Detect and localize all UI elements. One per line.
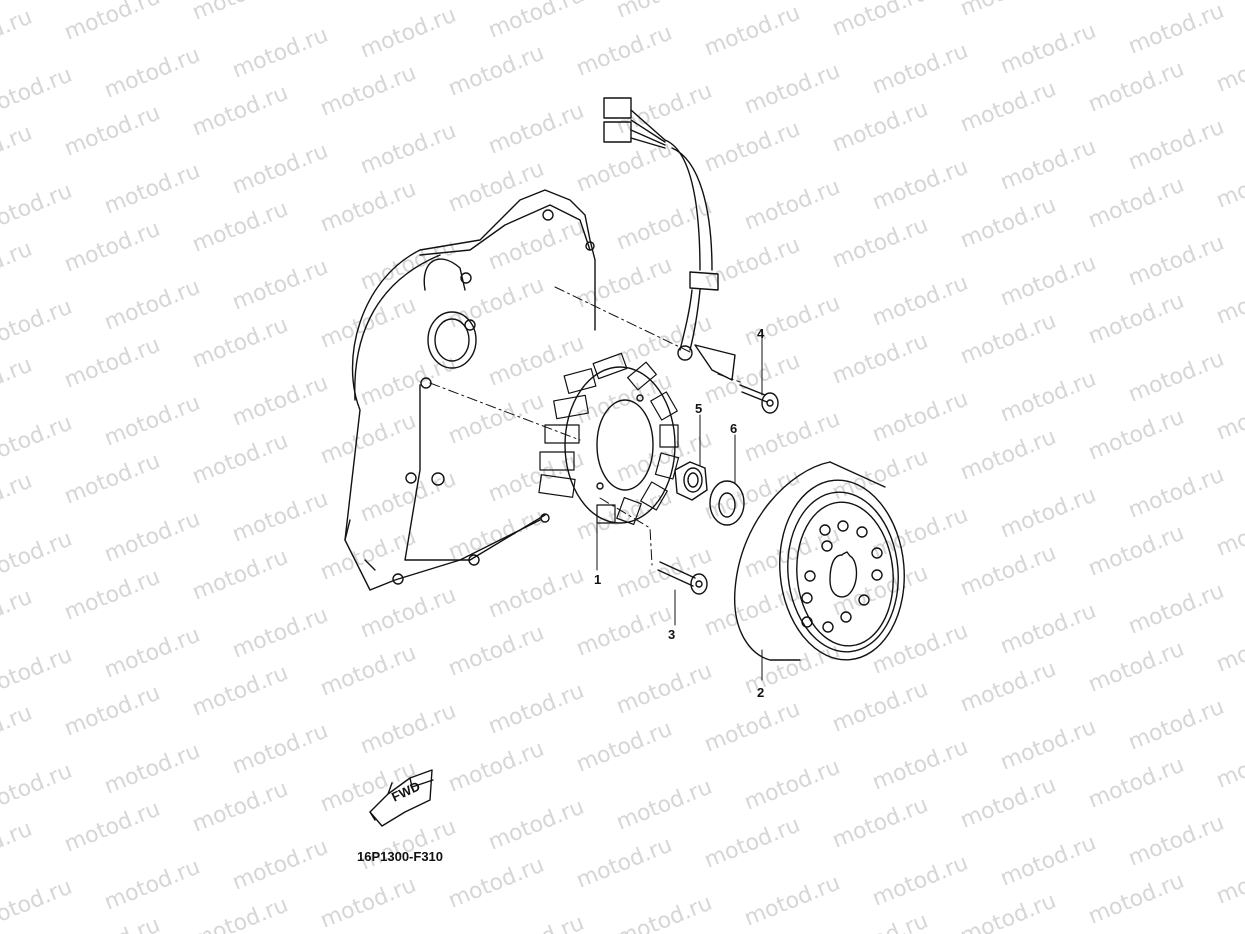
bolt-3: [657, 561, 708, 626]
callout-3: 3: [668, 627, 676, 642]
callout-5: 5: [695, 401, 703, 416]
callout-1: 1: [594, 572, 602, 587]
rotor-flywheel: [734, 461, 905, 681]
washer-6: [709, 434, 745, 526]
wire-harness: [603, 97, 736, 381]
drawing-code: 16P1300-F310: [357, 849, 444, 864]
callout-2: 2: [757, 685, 765, 700]
alignment-lines: [429, 286, 741, 566]
callout-6: 6: [730, 421, 738, 436]
crankcase-cover: [344, 189, 596, 591]
fwd-arrow-icon: [369, 769, 434, 827]
nut-5: [674, 414, 708, 501]
bolt-4: [739, 329, 779, 414]
stator-assembly: [538, 352, 680, 571]
callout-4: 4: [757, 326, 765, 341]
